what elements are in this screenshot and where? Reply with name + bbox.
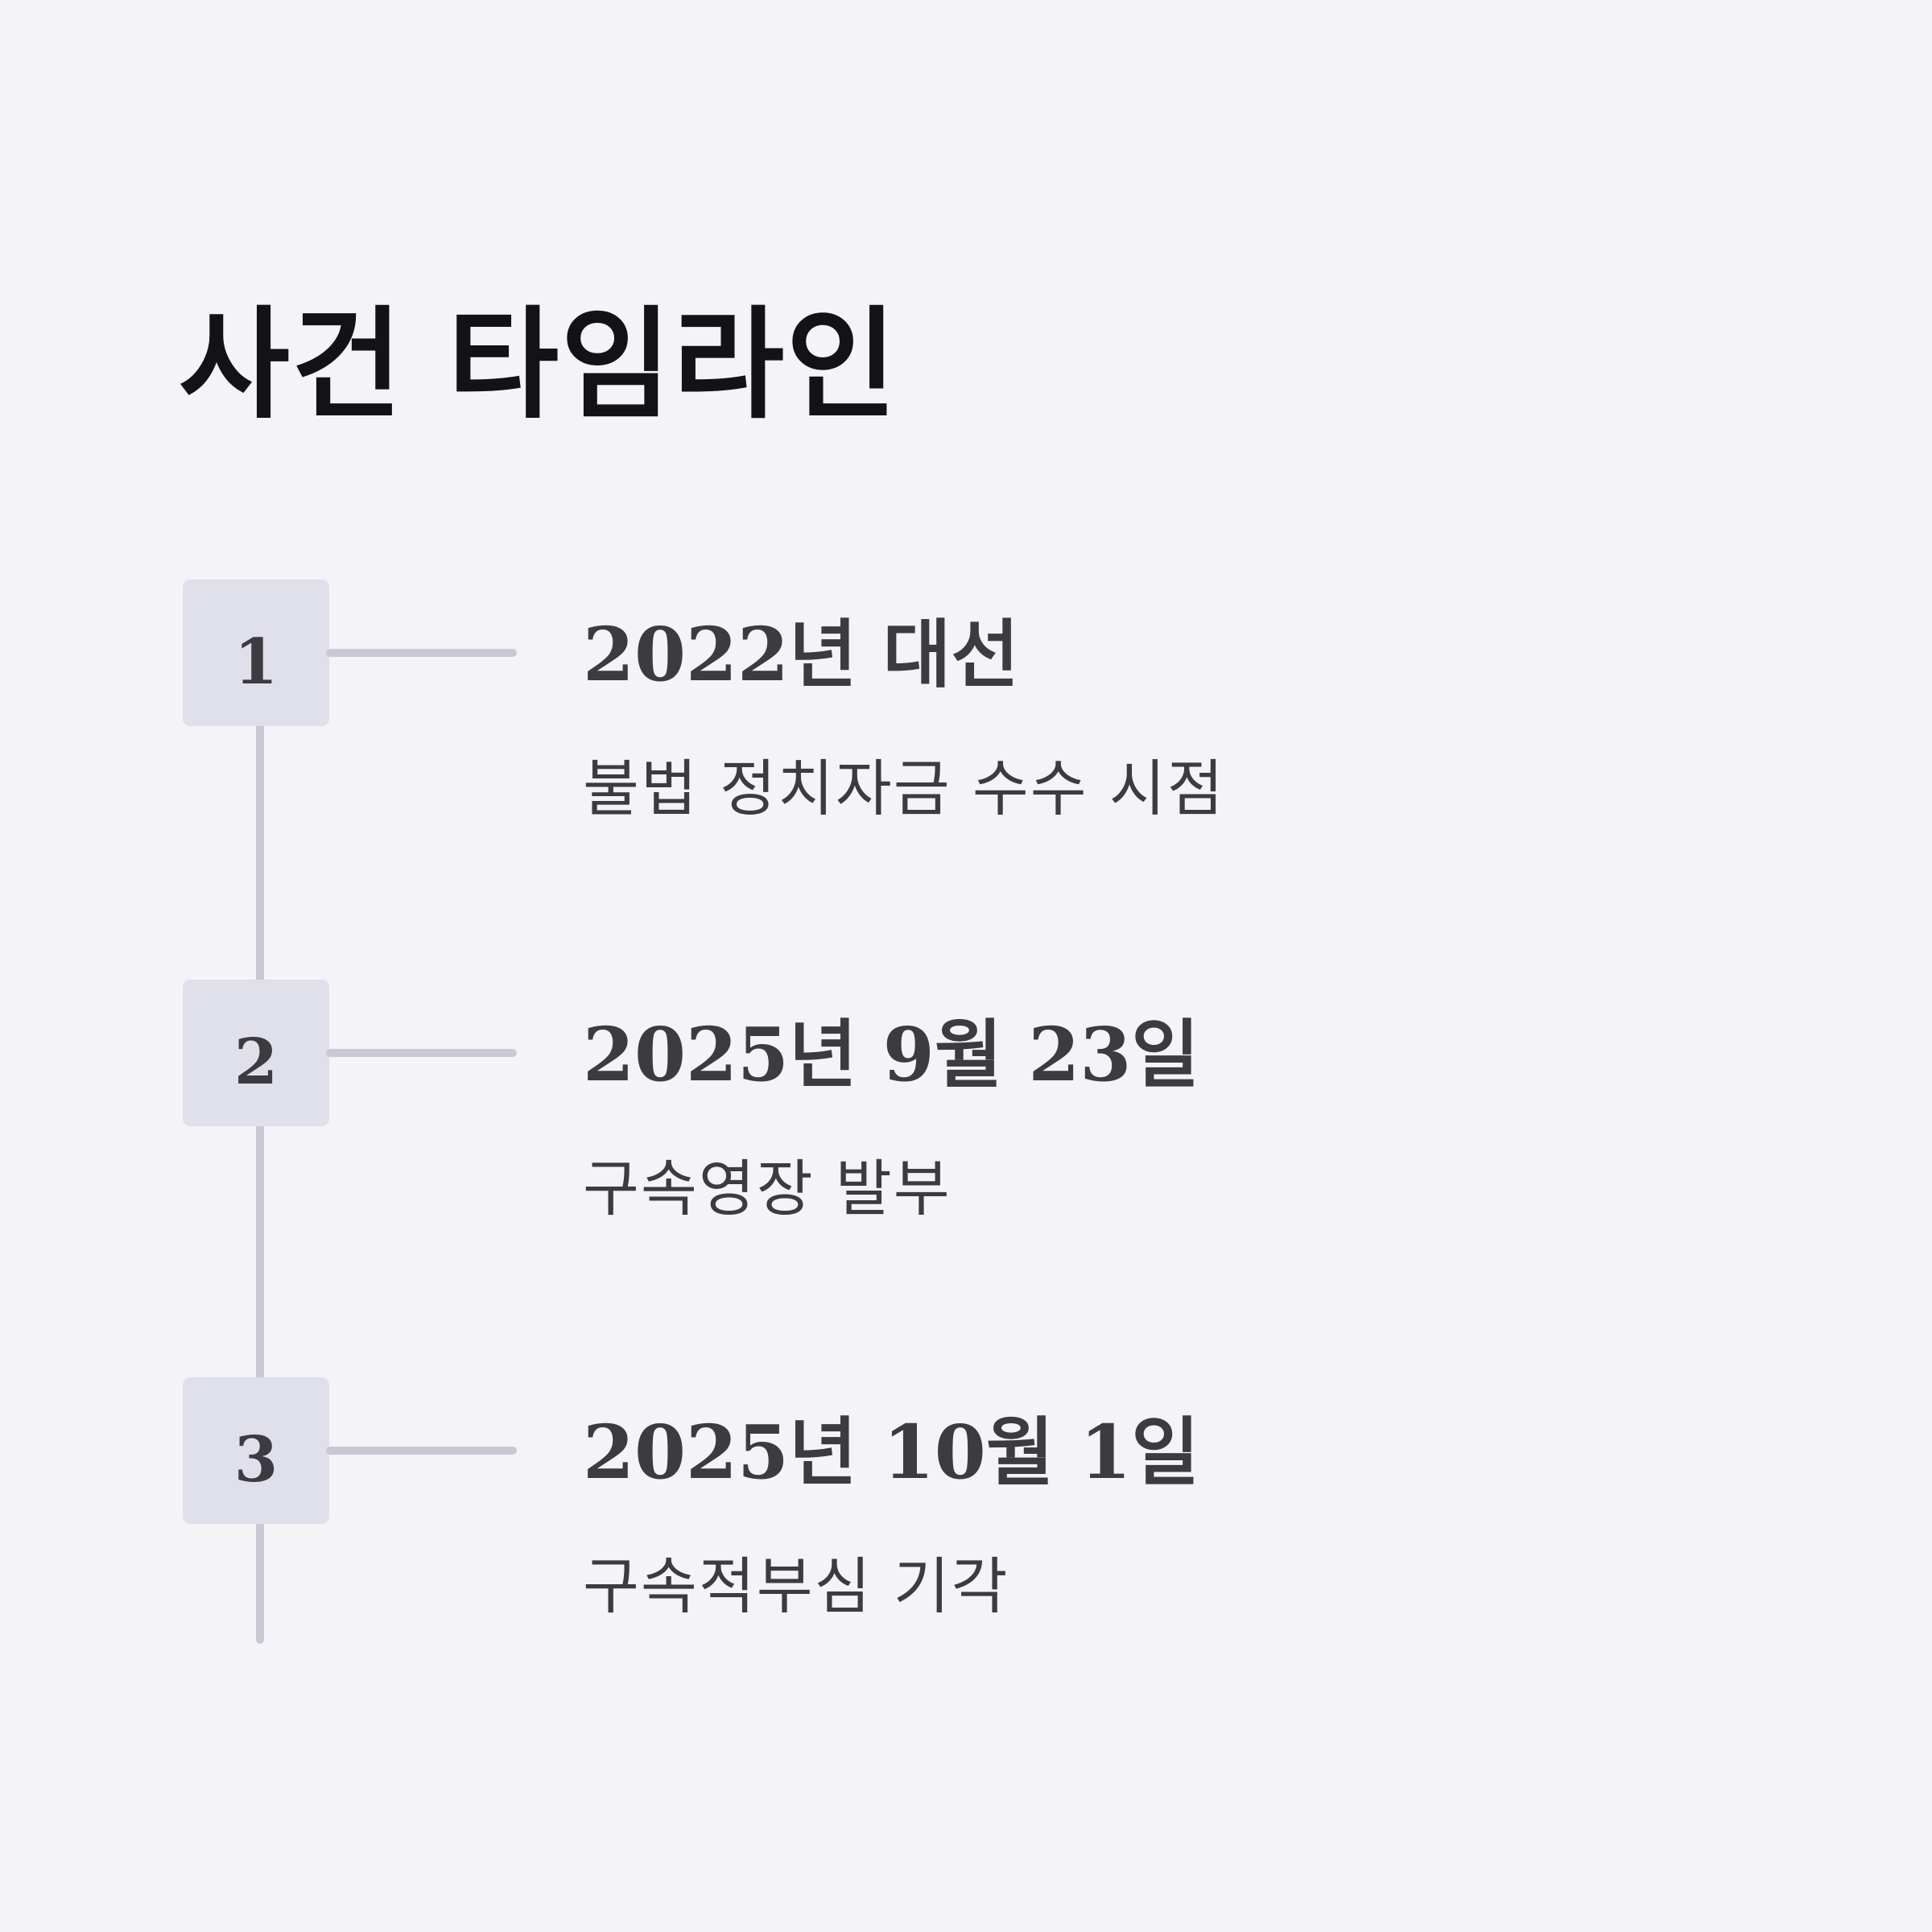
event-number: 3: [233, 1423, 279, 1496]
event-date: 2025년 10월 1일: [583, 1409, 1200, 1496]
event-description: 구속영장 발부: [583, 1153, 952, 1224]
event-number-badge: 2: [183, 980, 329, 1126]
event-connector-line: [326, 1049, 517, 1057]
timeline-event-2: 2 2025년 9월 23일 구속영장 발부: [0, 980, 1932, 1237]
event-description: 구속적부심 기각: [583, 1550, 1009, 1622]
event-number-badge: 1: [183, 580, 329, 726]
timeline-event-3: 3 2025년 10월 1일 구속적부심 기각: [0, 1377, 1932, 1635]
event-connector-line: [326, 649, 517, 657]
timeline-vertical-line: [256, 692, 264, 1644]
page-title: 사건 타임라인: [179, 295, 899, 436]
event-number: 1: [233, 625, 279, 699]
event-number: 2: [233, 1026, 279, 1099]
event-number-badge: 3: [183, 1377, 329, 1524]
event-connector-line: [326, 1447, 517, 1455]
event-date: 2025년 9월 23일: [583, 1011, 1200, 1098]
event-date: 2022년 대선: [583, 611, 1020, 698]
event-description: 불법 정치자금 수수 시점: [583, 753, 1225, 824]
timeline-event-1: 1 2022년 대선 불법 정치자금 수수 시점: [0, 580, 1932, 837]
